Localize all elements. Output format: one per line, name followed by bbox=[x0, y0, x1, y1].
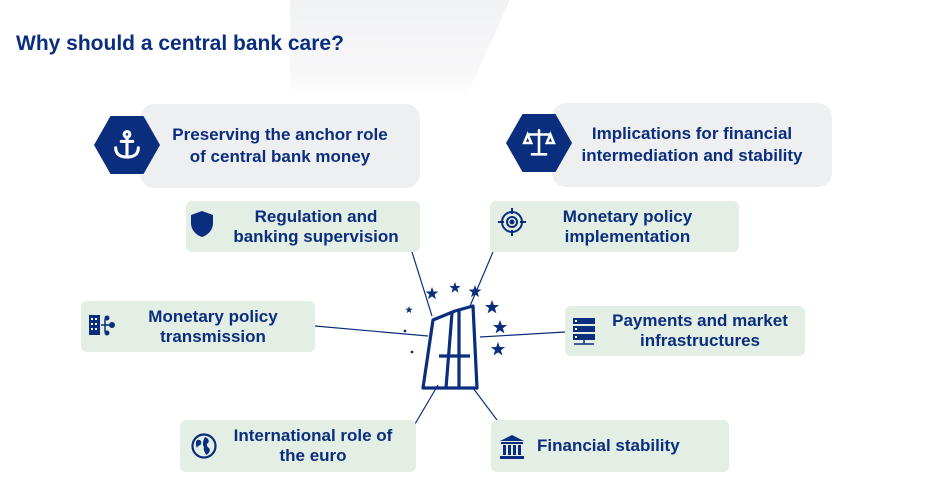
page-title: Why should a central bank care? bbox=[16, 32, 344, 55]
star-icon bbox=[490, 342, 506, 356]
item-label-line2: banking supervision bbox=[233, 226, 399, 246]
item-regulation-supervision: Regulation and banking supervision bbox=[186, 201, 420, 252]
connector-line bbox=[472, 387, 501, 425]
item-label-line2: of central bank money bbox=[189, 147, 371, 166]
shield-icon bbox=[189, 208, 215, 240]
item-label-line1: Payments and market bbox=[612, 311, 788, 330]
item-policy-transmission: Monetary policy transmission bbox=[81, 301, 315, 352]
star-icon bbox=[425, 287, 439, 300]
item-label-line2: the euro bbox=[279, 446, 347, 465]
item-international-euro: International role of the euro bbox=[180, 420, 416, 472]
item-financial-intermediation: Implications for financial intermediatio… bbox=[552, 103, 832, 187]
star-icon bbox=[468, 285, 482, 298]
item-policy-implementation: Monetary policy implementation bbox=[490, 201, 739, 252]
network-icon bbox=[86, 312, 120, 340]
connector-line bbox=[314, 325, 429, 337]
item-label-line1: Implications for financial bbox=[591, 124, 793, 143]
item-label-line2: infrastructures bbox=[640, 331, 760, 350]
server-icon bbox=[570, 316, 598, 346]
item-anchor-role: Preserving the anchor role of central ba… bbox=[140, 104, 420, 188]
item-label-line2: implementation bbox=[564, 226, 691, 246]
bank-icon bbox=[497, 432, 527, 462]
item-label-line1: Monetary policy bbox=[148, 306, 278, 326]
item-label: Financial stability bbox=[537, 436, 680, 455]
item-label-line1: International role of bbox=[233, 426, 393, 445]
connector-line bbox=[469, 251, 494, 307]
star-icon bbox=[405, 306, 413, 314]
item-label-line1: Monetary policy bbox=[562, 206, 693, 226]
item-label-line1: Regulation and bbox=[254, 206, 378, 226]
item-label-line2: transmission bbox=[160, 326, 266, 346]
globe-icon bbox=[190, 432, 218, 460]
item-label-line2: intermediation and stability bbox=[581, 146, 803, 165]
item-label-line1: Preserving the anchor role bbox=[172, 125, 388, 144]
star-icon bbox=[449, 282, 461, 293]
connector-line bbox=[479, 331, 566, 338]
ecb-building-icon bbox=[395, 276, 520, 396]
connector-line bbox=[411, 251, 433, 317]
connector-line bbox=[414, 384, 439, 425]
star-icon bbox=[484, 300, 500, 314]
item-payments-infrastructures: Payments and market infrastructures bbox=[565, 306, 805, 356]
star-icon bbox=[492, 320, 508, 334]
item-financial-stability: Financial stability bbox=[491, 420, 729, 472]
target-icon bbox=[496, 206, 528, 238]
